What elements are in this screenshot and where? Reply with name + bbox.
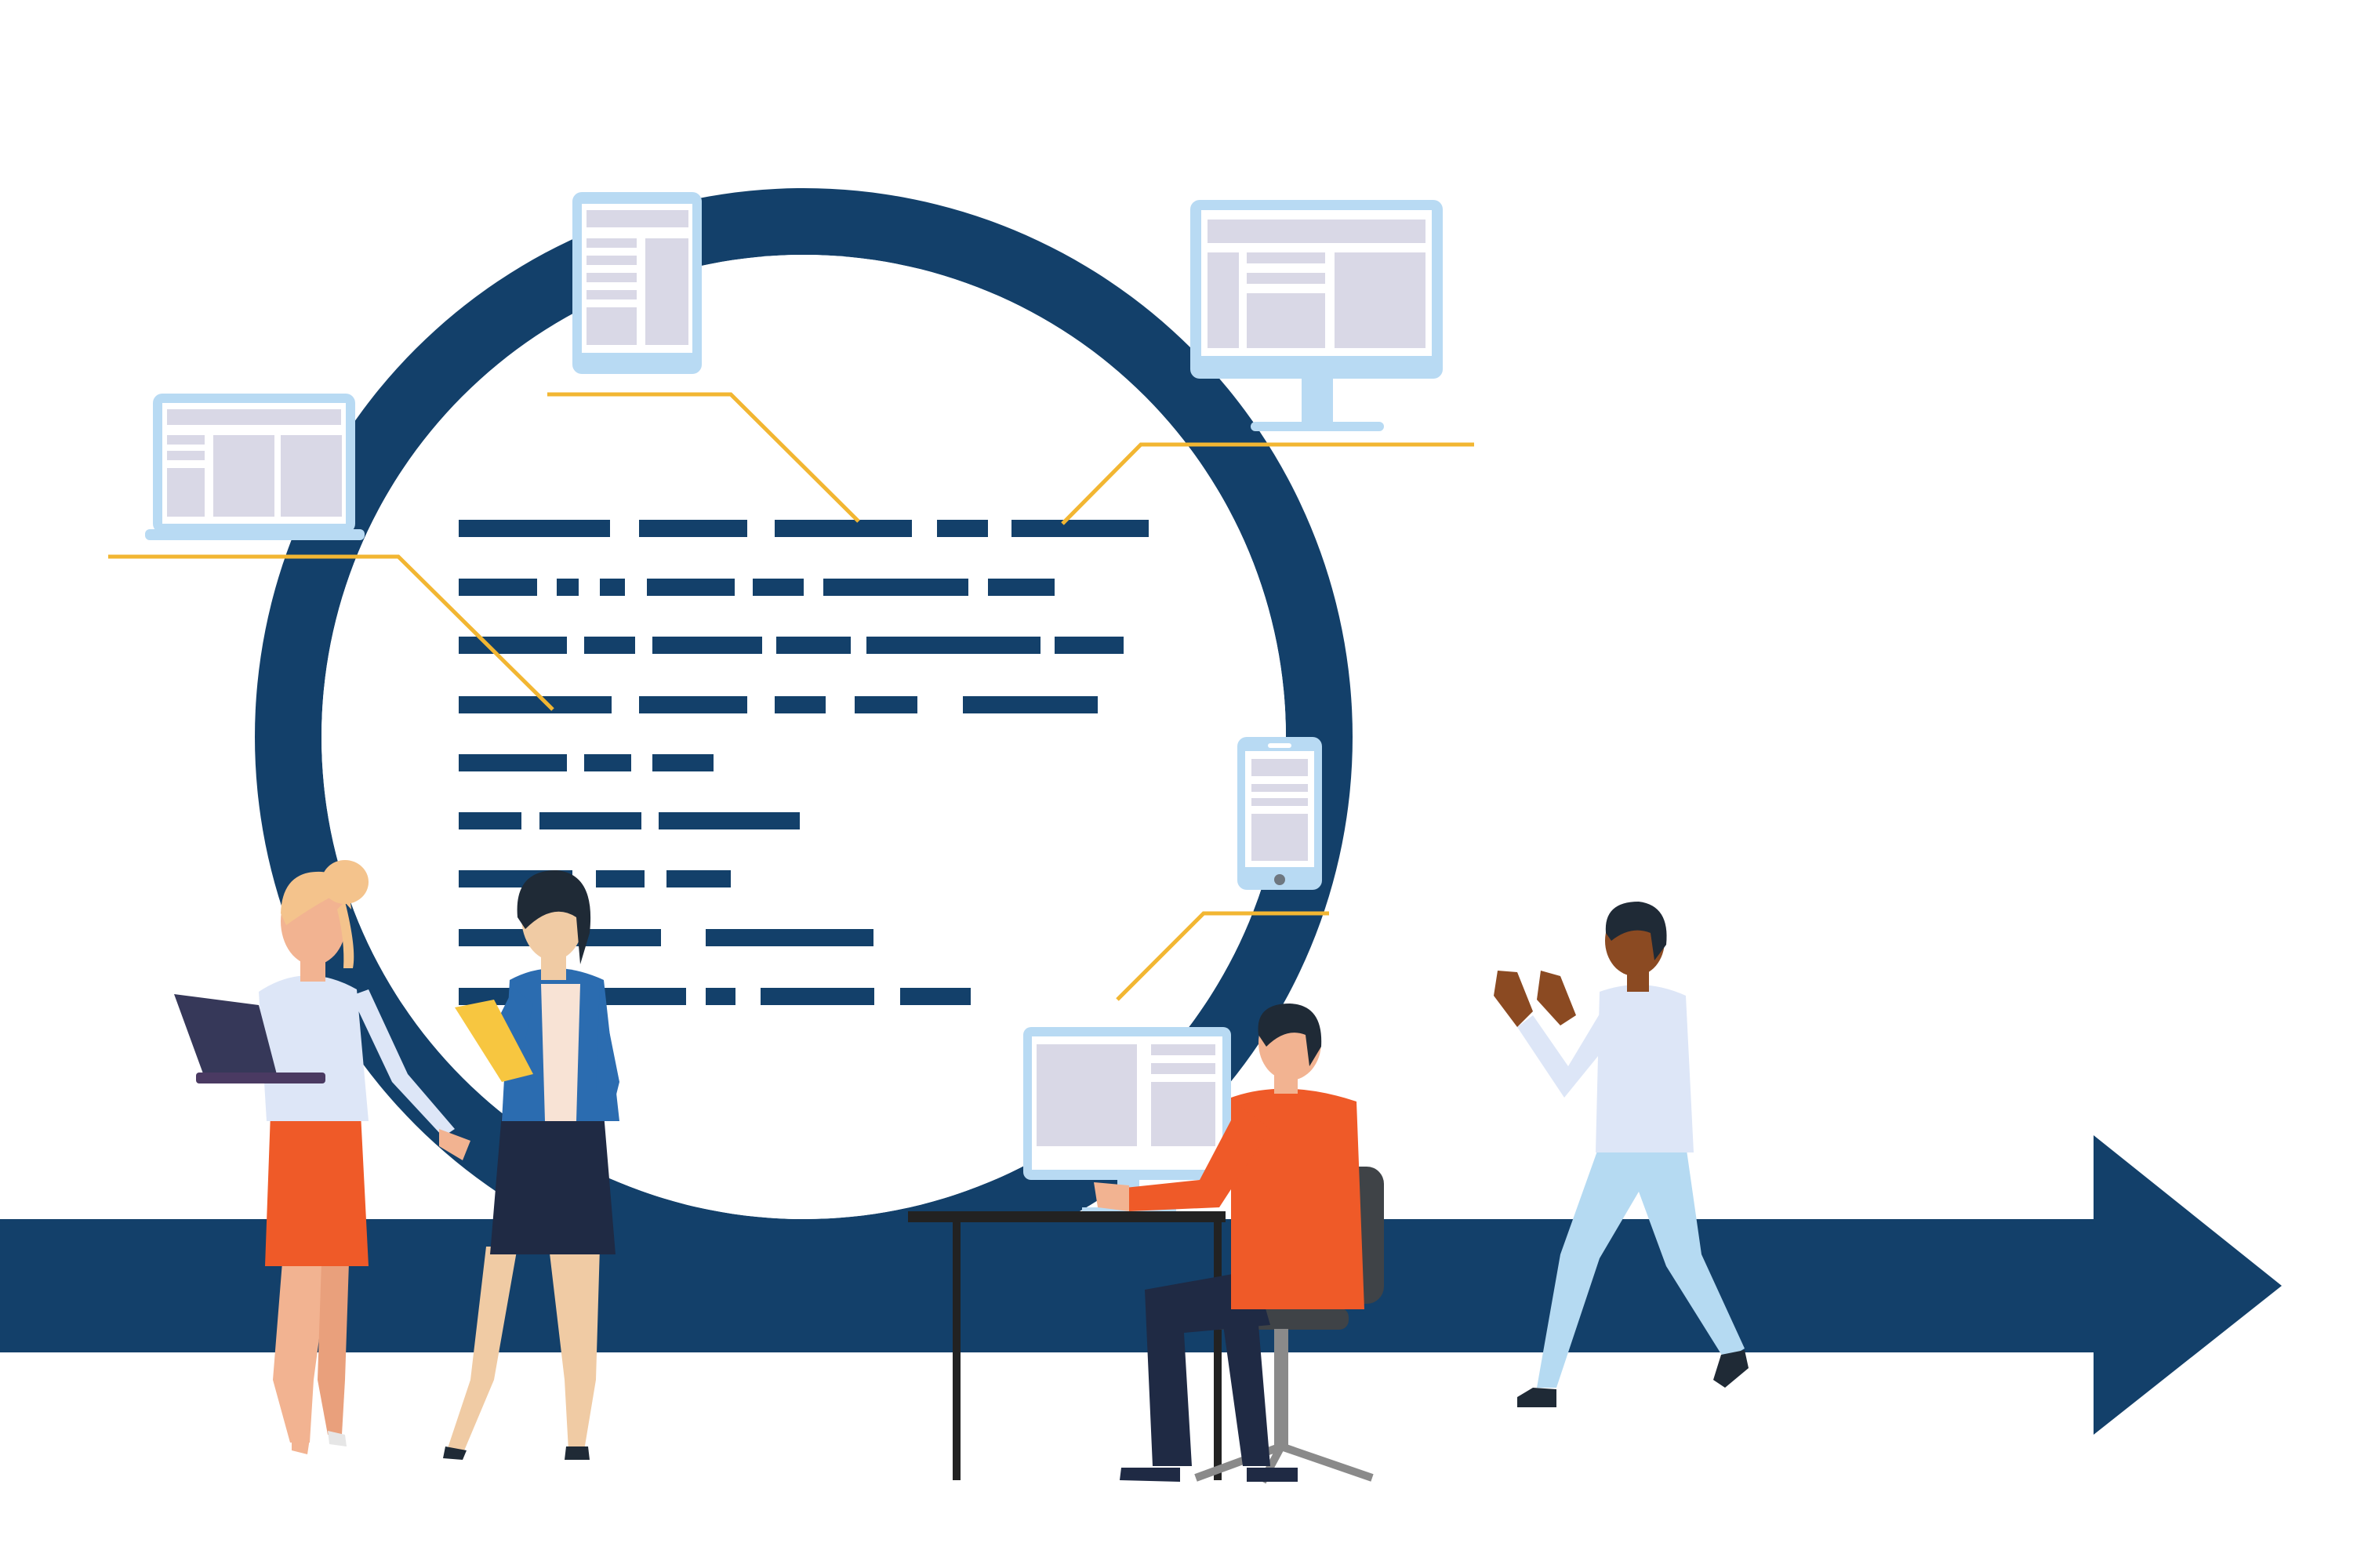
woman-with-laptop	[174, 860, 470, 1454]
desk-computer-icon	[1023, 1027, 1231, 1215]
tablet-icon	[572, 192, 702, 374]
laptop-icon	[145, 394, 365, 540]
connector-lines	[108, 392, 1474, 1001]
desktop-monitor-icon	[1190, 200, 1443, 431]
smartphone-icon	[1237, 737, 1322, 890]
desk	[908, 1211, 1226, 1480]
man-gesturing	[1494, 902, 1749, 1407]
woman-with-clipboard	[443, 870, 619, 1460]
man-at-desk	[1094, 1004, 1384, 1484]
